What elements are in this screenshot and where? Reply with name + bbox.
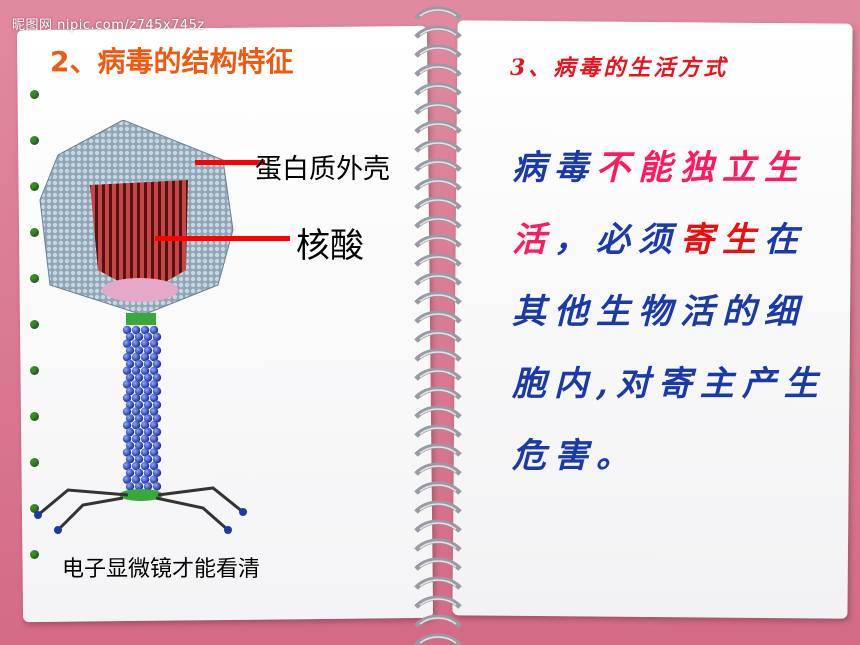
spiral-ring xyxy=(414,329,462,343)
text-segment: 在其他生物活的细胞内,对寄主产生危害。 xyxy=(512,220,826,476)
text-segment: 生 xyxy=(722,220,764,260)
spiral-ring xyxy=(414,405,462,419)
spiral-ring xyxy=(414,82,462,96)
watermark: 昵图网 nipic.com/z745x745z xyxy=(12,18,205,33)
bullet-icon xyxy=(30,366,39,375)
spiral-binding xyxy=(414,6,462,645)
bullet-icon xyxy=(30,504,39,513)
shell-pointer-line xyxy=(195,160,265,165)
left-page-title: 2、病毒的结构特征 xyxy=(50,45,294,78)
bullet-icon xyxy=(30,90,39,99)
bacteriophage-illustration xyxy=(34,120,247,534)
bullet-icon xyxy=(30,274,39,283)
spiral-ring xyxy=(414,519,462,533)
spiral-ring xyxy=(414,386,462,400)
nucleic-acid-label: 核酸 xyxy=(296,226,364,266)
bullet-column xyxy=(30,90,44,596)
spiral-ring xyxy=(414,348,462,362)
spiral-ring xyxy=(414,633,462,645)
spiral-ring xyxy=(414,310,462,324)
spiral-ring xyxy=(414,253,462,267)
spiral-ring xyxy=(414,272,462,286)
bullet-icon xyxy=(30,550,39,559)
text-segment: 寄 xyxy=(680,220,722,260)
spiral-ring xyxy=(414,291,462,305)
text-segment: ，必须 xyxy=(554,220,680,260)
spiral-ring xyxy=(414,424,462,438)
nucleic-acid-core xyxy=(90,180,188,295)
spiral-ring xyxy=(414,120,462,134)
bullet-icon xyxy=(30,458,39,467)
text-segment: 病毒 xyxy=(512,148,596,188)
spiral-ring xyxy=(414,443,462,457)
spiral-ring xyxy=(414,595,462,609)
right-page-title: 3、病毒的生活方式 xyxy=(510,55,729,81)
bullet-icon xyxy=(30,228,39,237)
text-segment: 活 xyxy=(512,220,554,260)
spiral-ring xyxy=(414,6,462,20)
spiral-ring xyxy=(414,196,462,210)
bullet-icon xyxy=(30,136,39,145)
spiral-ring xyxy=(414,500,462,514)
spiral-ring xyxy=(414,215,462,229)
bullet-icon xyxy=(30,320,39,329)
spiral-ring xyxy=(414,234,462,248)
spiral-ring xyxy=(414,139,462,153)
spiral-ring xyxy=(414,576,462,590)
spiral-ring xyxy=(414,557,462,571)
spiral-ring xyxy=(414,538,462,552)
spiral-ring xyxy=(414,25,462,39)
spiral-ring xyxy=(414,481,462,495)
spiral-ring xyxy=(414,101,462,115)
protein-shell-label: 蛋白质外壳 xyxy=(255,154,390,185)
spiral-ring xyxy=(414,462,462,476)
bullet-icon xyxy=(30,182,39,191)
spiral-ring xyxy=(414,63,462,77)
acid-pointer-line xyxy=(155,236,290,241)
spiral-ring xyxy=(414,367,462,381)
microscope-caption: 电子显微镜才能看清 xyxy=(62,557,261,582)
spiral-ring xyxy=(414,614,462,628)
text-segment: 不能独立生 xyxy=(596,148,806,188)
spiral-ring xyxy=(414,44,462,58)
lifestyle-paragraph: 病毒不能独立生活，必须寄生在其他生物活的细胞内,对寄主产生危害。 xyxy=(512,132,832,492)
spiral-ring xyxy=(414,177,462,191)
bullet-icon xyxy=(30,412,39,421)
spiral-ring xyxy=(414,158,462,172)
